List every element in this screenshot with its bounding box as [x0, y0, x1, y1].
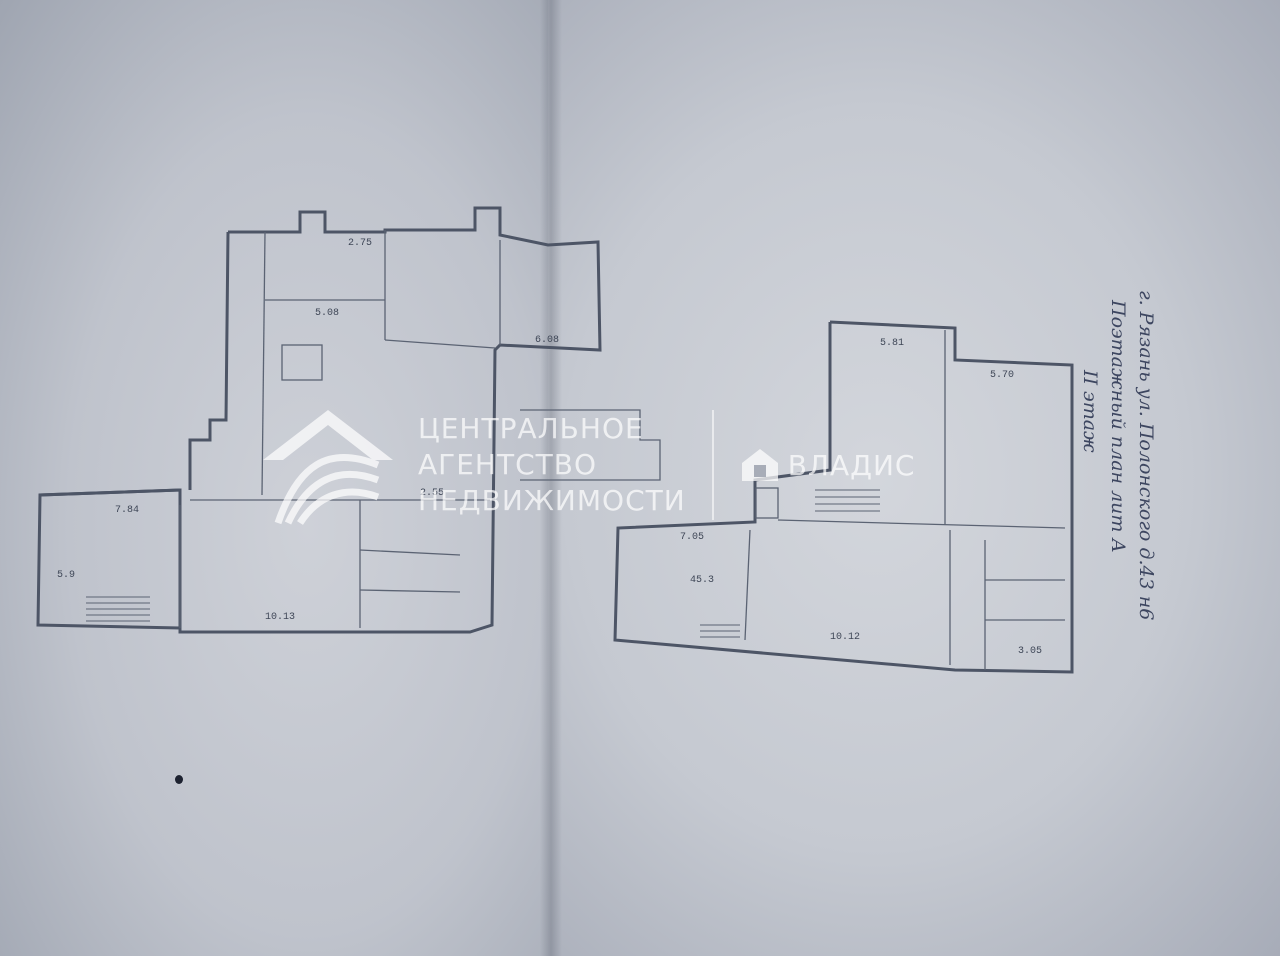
right-stairs: [700, 489, 880, 638]
dimension-label: 5.70: [990, 370, 1015, 381]
left-stairs: [86, 596, 150, 622]
dimension-label: 7.05: [680, 532, 705, 543]
dimension-label: 7.84: [115, 505, 140, 516]
dimension-label: 5.08: [315, 308, 340, 319]
right-page: [548, 0, 1280, 956]
dimension-label: 2.55: [420, 488, 445, 499]
agency-logo-icon: [263, 410, 393, 525]
page-crease: [540, 0, 562, 956]
dimension-label: 6.08: [535, 335, 560, 346]
house-icon: [741, 449, 778, 481]
agency-name-line2: АГЕНТСТВО: [418, 448, 597, 481]
agency-name-line1: ЦЕНТРАЛЬНОЕ: [418, 412, 644, 445]
agency-name: ЦЕНТРАЛЬНОЕ АГЕНТСТВО НЕДВИЖИМОСТИ: [418, 411, 686, 519]
dimension-label: 10.13: [265, 612, 296, 623]
handwritten-plan-name: Поэтажный план лит А: [1107, 300, 1129, 553]
dimension-label: 10.12: [830, 632, 861, 643]
dimension-label: 5.9: [57, 570, 76, 581]
left-floor-plan: [36, 206, 661, 634]
brand-logo: ВЛАДИС: [740, 447, 916, 483]
dimension-label: 2.75: [348, 238, 373, 249]
agency-watermark: ЦЕНТРАЛЬНОЕ АГЕНТСТВО НЕДВИЖИМОСТИ ВЛАДИ…: [258, 405, 915, 525]
agency-name-line3: НЕДВИЖИМОСТИ: [418, 484, 686, 517]
handwritten-address: г. Рязань ул. Полонского д.43 н6: [1135, 290, 1157, 621]
left-page: [0, 0, 560, 956]
dimension-label: 3.05: [1018, 646, 1043, 657]
dimension-label: 5.81: [880, 338, 905, 349]
dimension-label: 45.3: [690, 575, 715, 586]
handwritten-floor: II этаж: [1079, 370, 1101, 453]
watermark-divider: [711, 410, 714, 520]
brand-name: ВЛАДИС: [787, 448, 916, 482]
ink-spot: [175, 775, 183, 784]
handwritten-title: г. Рязань ул. Полонского д.43 н6 Поэтажн…: [1076, 290, 1160, 620]
